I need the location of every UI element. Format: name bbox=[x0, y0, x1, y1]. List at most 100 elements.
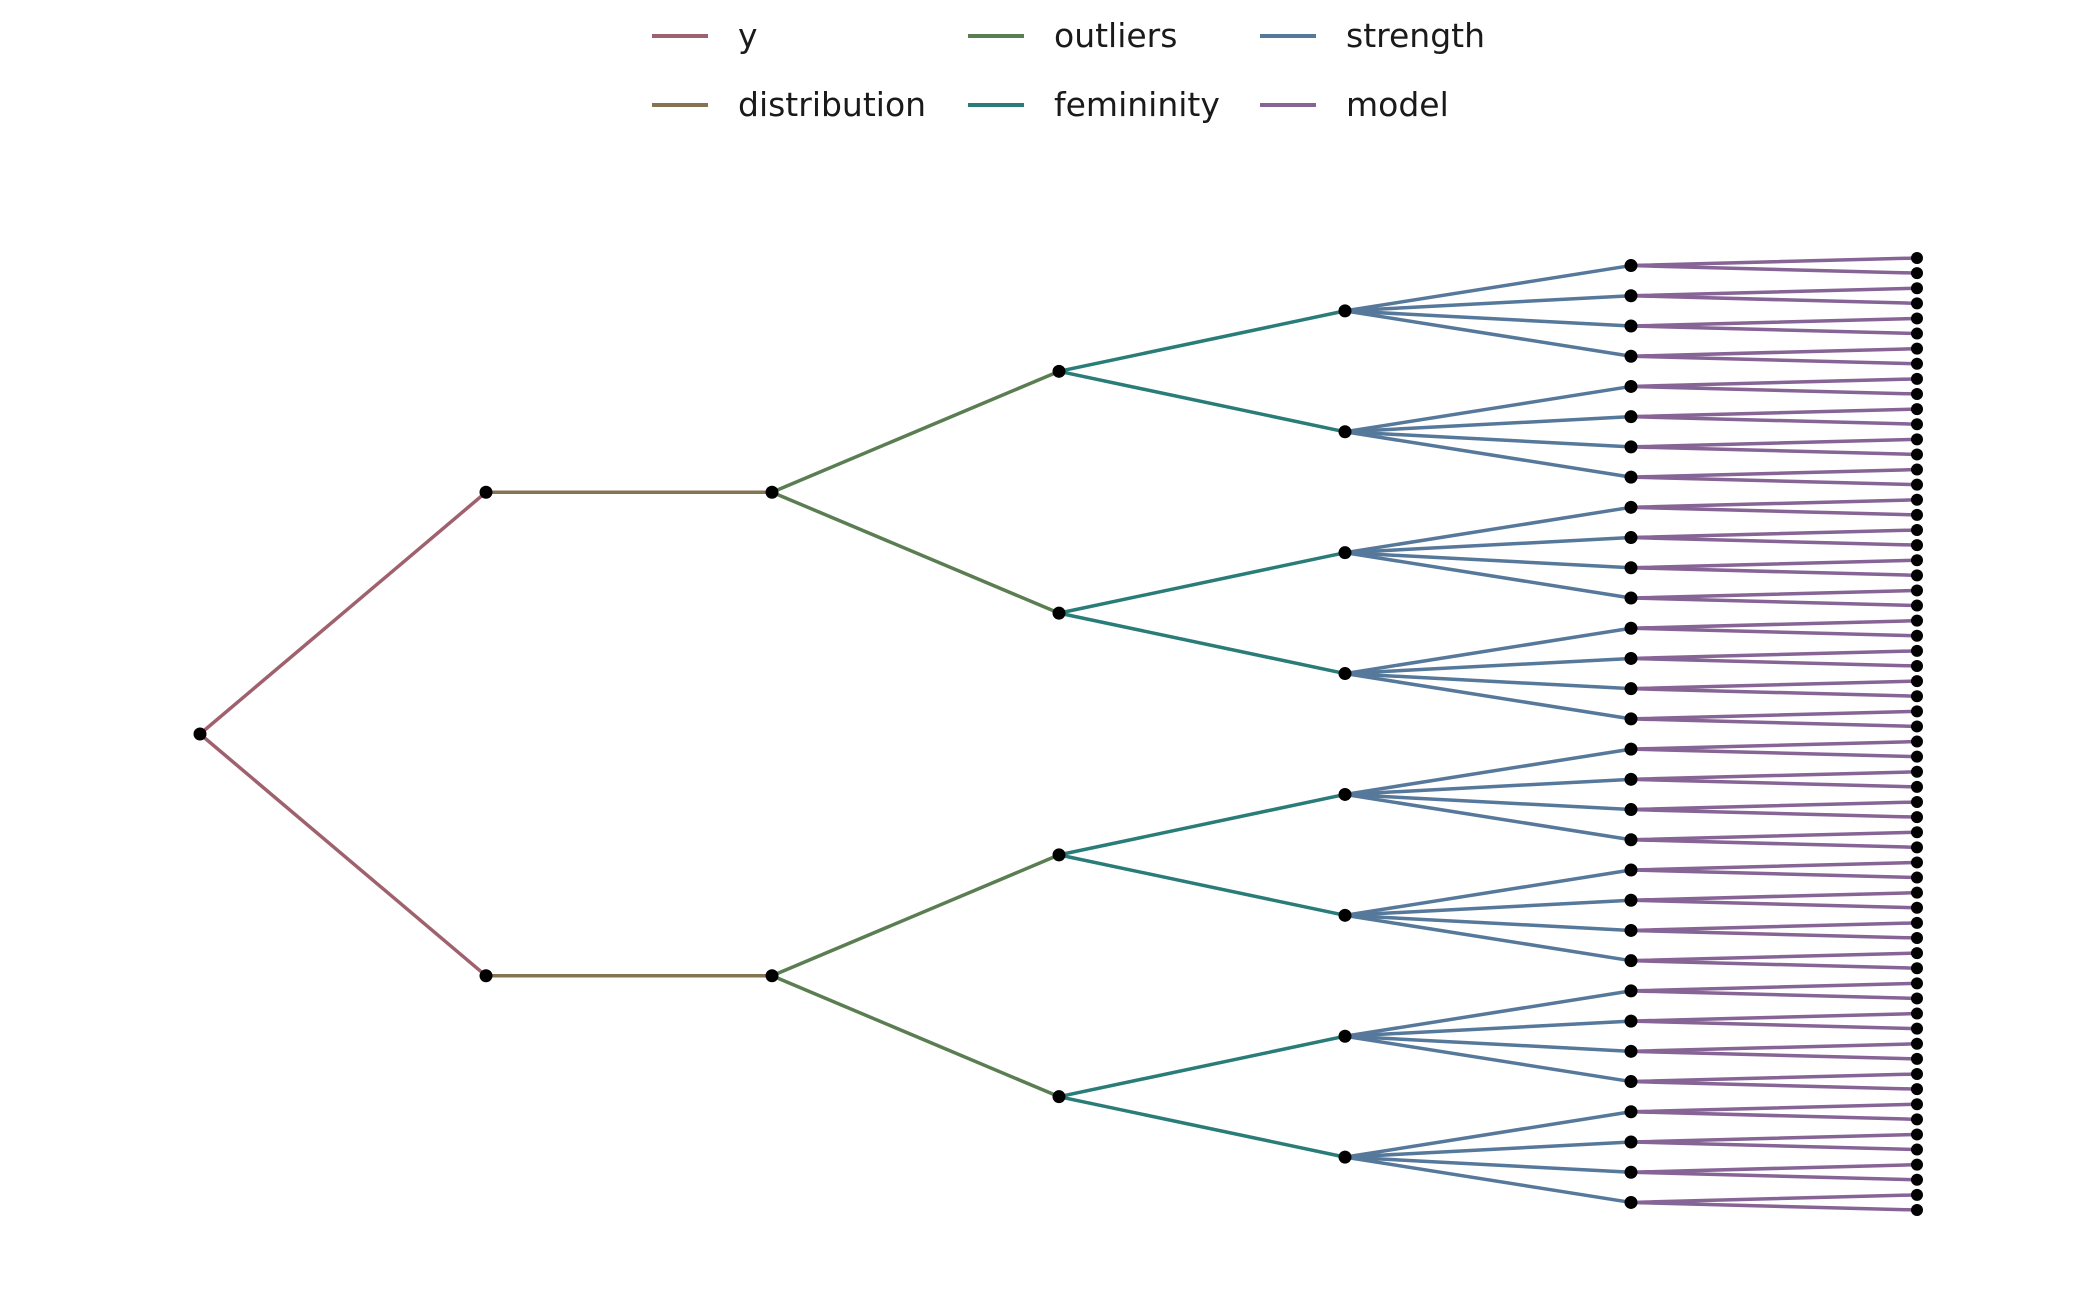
edge-model bbox=[1629, 1072, 1919, 1084]
edge-strength bbox=[1343, 626, 1633, 676]
edge-model bbox=[1629, 558, 1919, 570]
tree-node bbox=[1624, 440, 1638, 454]
edge-model bbox=[1629, 717, 1919, 729]
tree-node bbox=[1624, 1195, 1638, 1209]
legend-label-outliers: outliers bbox=[1054, 16, 1178, 55]
tree-leaf-node bbox=[1911, 871, 1923, 884]
tree-node bbox=[1338, 304, 1352, 318]
legend-swatch-distribution bbox=[652, 102, 708, 107]
edge-y bbox=[198, 490, 488, 736]
tree-node bbox=[1624, 651, 1638, 665]
edge-strength bbox=[1343, 671, 1633, 691]
edge-model bbox=[1629, 588, 1919, 600]
tree-node bbox=[1624, 1075, 1638, 1089]
legend-swatch-model bbox=[1260, 102, 1316, 107]
edge-model bbox=[1629, 838, 1919, 850]
edge-model bbox=[1629, 384, 1919, 396]
tree-node bbox=[1052, 364, 1066, 378]
edge-femininity bbox=[1057, 309, 1347, 374]
tree-leaf-node bbox=[1911, 372, 1923, 385]
tree-leaf-node bbox=[1911, 796, 1923, 808]
edge-outliers bbox=[770, 974, 1061, 1099]
tree-leaf-node bbox=[1911, 1158, 1923, 1171]
tree-node bbox=[1624, 682, 1638, 696]
edge-model bbox=[1629, 618, 1919, 630]
tree-node bbox=[1624, 561, 1638, 575]
edge-strength bbox=[1343, 1155, 1633, 1174]
edge-strength bbox=[1343, 792, 1633, 842]
tree-leaf-node bbox=[1911, 1173, 1923, 1186]
tree-node bbox=[1624, 1165, 1638, 1179]
edge-strength bbox=[1343, 1034, 1633, 1054]
edge-model bbox=[1629, 1049, 1919, 1061]
tree-node bbox=[1052, 848, 1066, 862]
tree-node bbox=[1624, 742, 1638, 756]
tree-leaf-node bbox=[1911, 916, 1923, 929]
edge-strength bbox=[1343, 913, 1633, 933]
tree-node bbox=[1624, 500, 1638, 514]
legend-item-model: model bbox=[1260, 85, 1449, 124]
legend-item-outliers: outliers bbox=[968, 16, 1177, 55]
tree-leaf-node bbox=[1911, 675, 1923, 688]
edge-strength bbox=[1343, 550, 1633, 570]
edge-model bbox=[1629, 346, 1919, 358]
edge-strength bbox=[1343, 747, 1633, 797]
edge-model bbox=[1629, 1019, 1919, 1031]
edge-model bbox=[1629, 475, 1919, 487]
edge-model bbox=[1629, 981, 1919, 993]
edge-model bbox=[1629, 800, 1919, 812]
edge-femininity bbox=[1057, 1094, 1347, 1159]
tree-node bbox=[1338, 425, 1352, 439]
tree-leaf-node bbox=[1911, 478, 1923, 491]
tree-leaf-node bbox=[1911, 508, 1923, 521]
tree-node bbox=[1624, 410, 1638, 424]
tree-leaf-node bbox=[1911, 584, 1923, 597]
tree-node bbox=[1624, 289, 1638, 303]
edge-model bbox=[1629, 407, 1919, 419]
tree-node bbox=[1624, 1044, 1638, 1058]
tree-leaf-node bbox=[1911, 312, 1923, 325]
edge-model bbox=[1629, 414, 1919, 426]
edge-strength bbox=[1343, 671, 1633, 721]
tree-leaf-node bbox=[1911, 1204, 1923, 1216]
tree-node bbox=[1338, 546, 1352, 560]
edge-femininity bbox=[1057, 853, 1347, 918]
tree-node bbox=[1624, 1135, 1638, 1149]
edge-strength bbox=[1343, 792, 1633, 812]
tree-leaf-node bbox=[1911, 493, 1923, 506]
tree-node bbox=[1624, 621, 1638, 635]
tree-node bbox=[1624, 803, 1638, 817]
edge-model bbox=[1629, 1140, 1919, 1152]
tree-leaf-node bbox=[1911, 1188, 1923, 1201]
edge-strength bbox=[1343, 656, 1633, 676]
tree-leaf-node bbox=[1911, 297, 1923, 310]
edge-strength bbox=[1343, 1110, 1633, 1159]
edge-model bbox=[1629, 686, 1919, 698]
tree-leaf-node bbox=[1911, 463, 1923, 476]
edge-femininity bbox=[1057, 611, 1347, 676]
edge-model bbox=[1629, 1110, 1919, 1122]
edge-model bbox=[1629, 498, 1919, 510]
legend-label-model: model bbox=[1346, 85, 1449, 124]
edge-model bbox=[1629, 830, 1919, 842]
legend-label-y: y bbox=[738, 16, 758, 55]
tree-leaf-node bbox=[1911, 1037, 1923, 1050]
legend-swatch-femininity bbox=[968, 102, 1024, 107]
edge-model bbox=[1629, 324, 1919, 336]
tree-node bbox=[1338, 908, 1352, 922]
legend-swatch-strength bbox=[1260, 33, 1316, 38]
tree-node bbox=[1624, 984, 1638, 998]
tree-node bbox=[1624, 893, 1638, 907]
tree-node bbox=[1338, 1150, 1352, 1164]
edge-strength bbox=[1343, 430, 1633, 449]
tree-leaf-node bbox=[1911, 388, 1923, 400]
tree-leaf-node bbox=[1911, 554, 1923, 567]
tree-leaf-node bbox=[1911, 947, 1923, 960]
tree-leaf-node bbox=[1911, 1128, 1923, 1141]
tree-leaf-node bbox=[1911, 448, 1923, 461]
edge-femininity bbox=[1057, 369, 1347, 434]
tree-node bbox=[1624, 863, 1638, 877]
edge-model bbox=[1629, 528, 1919, 540]
edge-model bbox=[1629, 294, 1919, 306]
legend-item-y: y bbox=[652, 16, 758, 55]
